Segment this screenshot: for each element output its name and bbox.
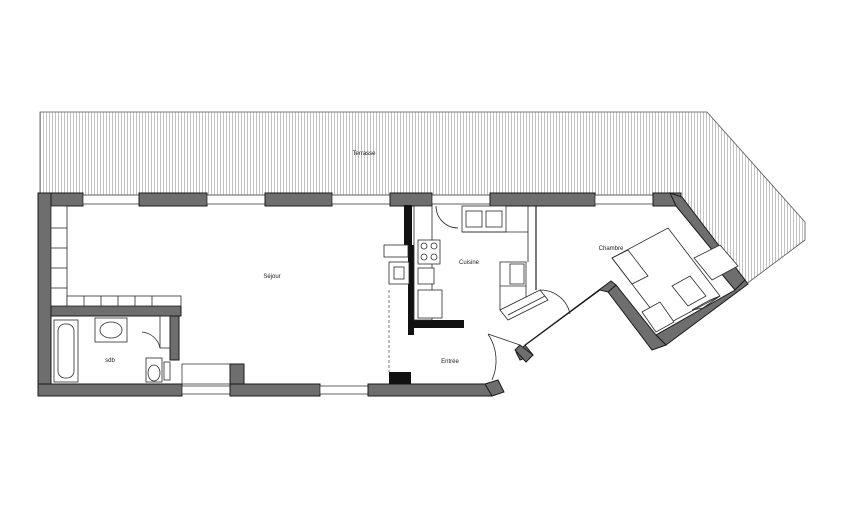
room-label-terrasse: Terrasse (352, 151, 376, 157)
room-label-cuisine: Cuisine (459, 260, 480, 266)
room-label-entree: Entrée (441, 359, 459, 365)
bedroom-furniture (611, 227, 739, 333)
room-label-chambre: Chambre (599, 246, 624, 252)
room-label-sdb: sdb (105, 358, 115, 364)
bathroom-fixtures (53, 317, 171, 383)
living-shelving (50, 205, 182, 307)
room-labels: Terrasse Séjour Cuisine Chambre Entrée s… (105, 151, 624, 365)
room-label-sejour: Séjour (263, 274, 280, 280)
entrance-door (487, 333, 521, 381)
interior-walls (50, 205, 537, 385)
kitchen-fixtures (413, 205, 571, 321)
